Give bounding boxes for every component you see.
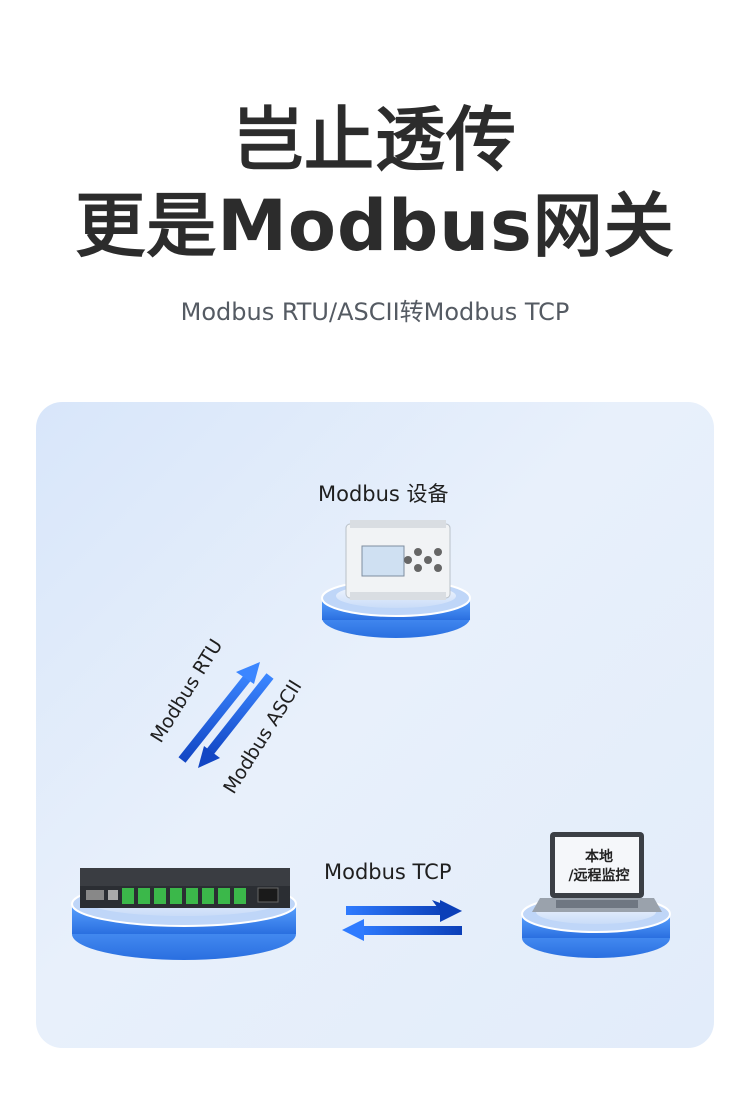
subtitle: Modbus RTU/ASCII转Modbus TCP [180, 298, 570, 326]
modbus-tcp-label: Modbus TCP [324, 860, 452, 884]
monitor-label-line-1: 本地 [585, 849, 613, 865]
gateway-device-icon [80, 868, 290, 908]
tcp-arrows [342, 900, 462, 941]
monitor-label-line-2: /远程监控 [568, 868, 630, 884]
plc-device-icon [345, 520, 451, 600]
rtu-ascii-arrows [178, 662, 274, 768]
modbus-device-label: Modbus 设备 [318, 482, 449, 506]
headline-line-2: 更是Modbus网关 [75, 185, 675, 267]
headline-line-1: 岂止透传 [233, 99, 517, 181]
laptop-icon [532, 832, 662, 912]
